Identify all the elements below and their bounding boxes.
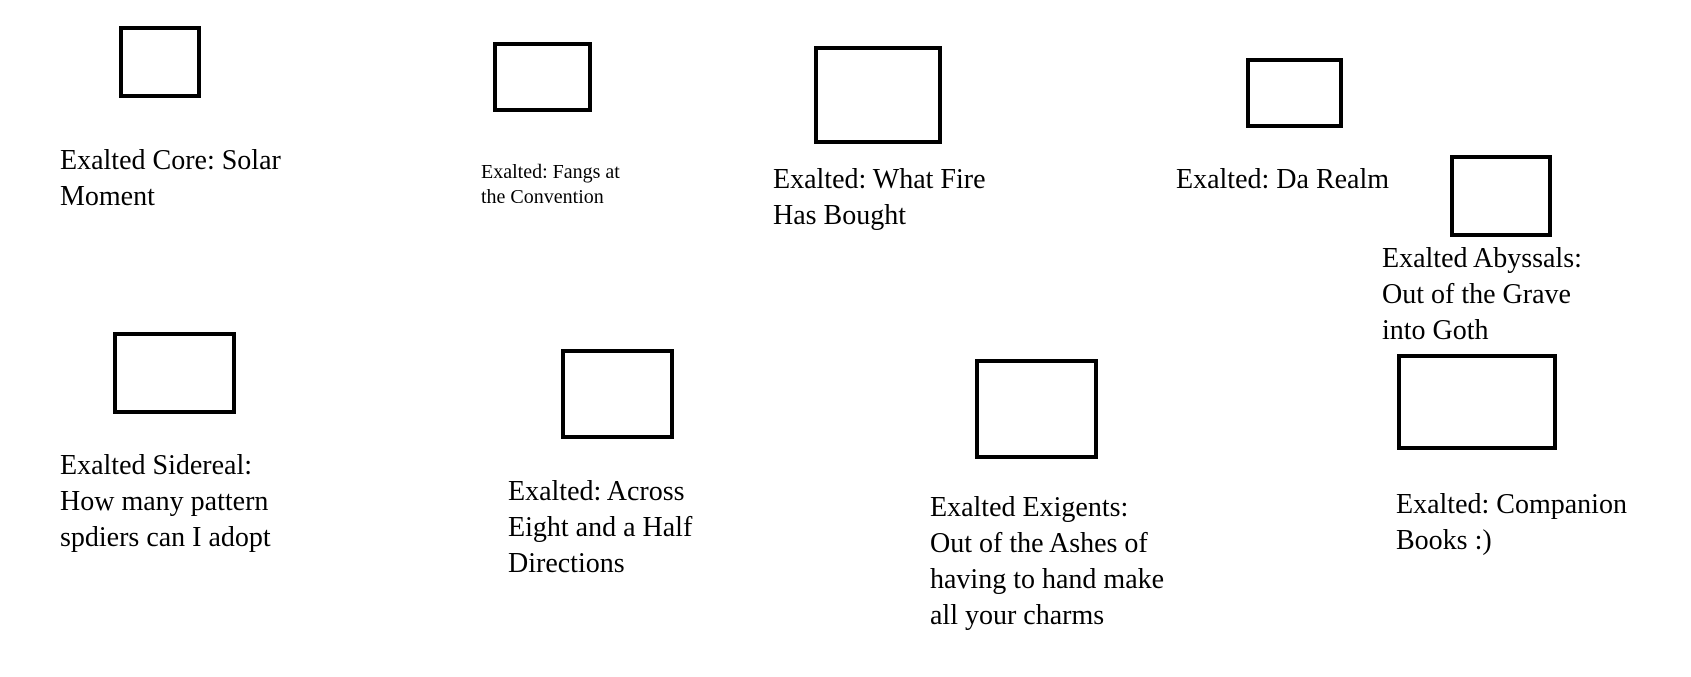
- placeholder-box-fangs: [493, 42, 592, 112]
- label-what-fire: Exalted: What Fire Has Bought: [773, 164, 986, 231]
- label-sidereal: Exalted Sidereal: How many pattern spdie…: [60, 450, 271, 553]
- label-abyssals: Exalted Abyssals: Out of the Grave into …: [1382, 243, 1582, 346]
- placeholder-box-sidereal: [113, 332, 236, 414]
- label-across-eight: Exalted: Across Eight and a Half Directi…: [508, 476, 693, 579]
- placeholder-box-what-fire: [814, 46, 942, 144]
- placeholder-box-core-solar: [119, 26, 201, 98]
- placeholder-box-da-realm: [1246, 58, 1343, 128]
- placeholder-box-exigents: [975, 359, 1098, 459]
- label-exigents: Exalted Exigents: Out of the Ashes of ha…: [930, 492, 1165, 631]
- label-da-realm: Exalted: Da Realm: [1176, 164, 1390, 195]
- label-companion: Exalted: Companion Books :): [1396, 489, 1627, 556]
- label-fangs: Exalted: Fangs at the Convention: [481, 161, 620, 208]
- placeholder-box-across-eight: [561, 349, 674, 439]
- placeholder-box-abyssals: [1450, 155, 1552, 237]
- label-core-solar: Exalted Core: Solar Moment: [60, 145, 281, 212]
- placeholder-box-companion: [1397, 354, 1557, 450]
